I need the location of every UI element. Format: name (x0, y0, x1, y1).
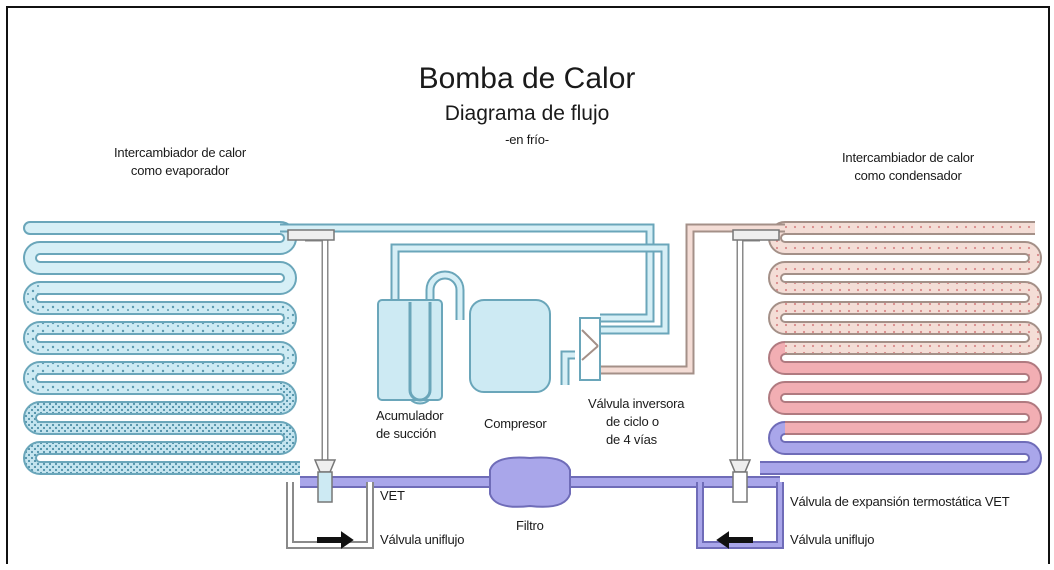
expansion-valve-right (728, 459, 752, 503)
vet-right-label: Válvula de expansión termostática VET (790, 494, 1010, 509)
diagram-title: Bomba de Calor (418, 62, 636, 95)
reversing-valve-label-line2: de ciclo o (606, 414, 659, 429)
check-valve-right-label: Válvula uniflujo (790, 532, 875, 547)
expansion-valve-left (313, 459, 337, 503)
condenser-label-line2: como condensador (854, 168, 962, 183)
reversing-valve-label-line1: Válvula inversora (588, 396, 685, 411)
accumulator-label-line1: Acumulador (376, 408, 444, 423)
evaporator-label-line1: Intercambiador de calor (114, 145, 246, 160)
evaporator-label-line2: como evaporador (130, 163, 230, 178)
check-valve-right (696, 482, 784, 549)
evaporator-coil (23, 221, 300, 475)
diagram-subtitle: Diagrama de flujo (444, 102, 610, 125)
sensor-bulb-right (732, 229, 780, 241)
filter-label: Filtro (516, 518, 544, 533)
condenser-label-line1: Intercambiador de calor (842, 150, 974, 165)
reversing-valve (579, 317, 601, 381)
reversing-valve-label-line3: de 4 vías (606, 432, 657, 447)
accumulator-label-line2: de succión (376, 426, 437, 441)
sensor-bulb-left (287, 229, 335, 241)
vet-left-label: VET (380, 488, 405, 503)
condenser-coil (760, 221, 1042, 475)
diagram-mode: -en frío- (505, 132, 549, 147)
diagram-frame (6, 6, 1050, 564)
filter (489, 456, 571, 508)
check-valve-left-label: Válvula uniflujo (380, 532, 465, 547)
check-valve-left (286, 482, 374, 549)
accumulator (377, 299, 443, 402)
compressor (469, 299, 551, 393)
compressor-label: Compresor (484, 416, 547, 431)
